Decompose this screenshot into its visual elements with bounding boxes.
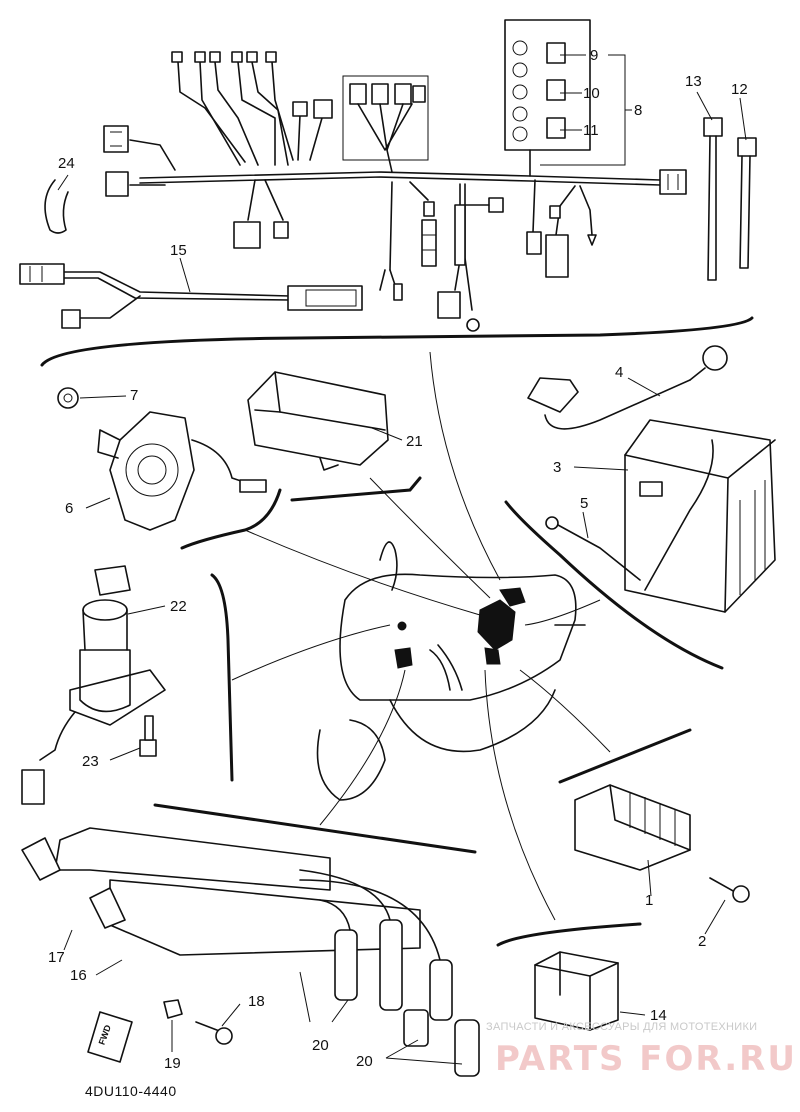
clip-19	[163, 999, 183, 1019]
cable-tie-12	[737, 137, 757, 269]
spark-plug-cap-20	[299, 869, 480, 1077]
motorcycle-outline	[316, 541, 586, 801]
callout-24: 24	[58, 155, 75, 172]
callout-20-cap: 20	[356, 1053, 373, 1070]
battery-lead-5	[545, 516, 641, 581]
callout-23: 23	[82, 753, 99, 770]
callout-14: 14	[650, 1007, 667, 1024]
callout-22: 22	[170, 598, 187, 615]
clip-24	[44, 179, 69, 234]
figure-reference-code: 4DU110-4440	[85, 1083, 177, 1099]
callout-13: 13	[685, 73, 702, 90]
ignition-coil-17	[21, 827, 331, 891]
callout-labels: 1 2 3 4 5 6 7 8 9 10 11 12 13 14 15 16 1…	[48, 47, 748, 1072]
callout-7: 7	[130, 387, 138, 404]
rectifier-regulator-1	[574, 784, 691, 871]
callout-1: 1	[645, 892, 653, 909]
horn-6	[97, 411, 267, 531]
battery-3	[624, 419, 776, 613]
zone-dividers	[40, 316, 754, 947]
callout-12: 12	[731, 81, 748, 98]
callout-16: 16	[70, 967, 87, 984]
callout-18: 18	[248, 993, 265, 1010]
cable-tie-13	[703, 117, 723, 281]
bolt-23	[139, 715, 157, 757]
bolt-2	[709, 877, 750, 903]
control-unit-21	[247, 371, 389, 471]
screw-18	[195, 1021, 233, 1045]
callout-3: 3	[553, 459, 561, 476]
callout-19: 19	[164, 1055, 181, 1072]
callout-2: 2	[698, 933, 706, 950]
watermark-brand: PARTS FOR.RU	[495, 1039, 797, 1079]
forward-arrow: FWD	[87, 1011, 133, 1063]
callout-5: 5	[580, 495, 588, 512]
callout-11: 11	[583, 122, 599, 139]
watermark: ЗАПЧАСТИ И АКСЕССУАРЫ ДЛЯ МОТОТЕХНИКИ PA…	[486, 1021, 797, 1079]
main-switch-22	[21, 565, 166, 805]
battery-lead-4	[527, 345, 728, 430]
callout-6: 6	[65, 500, 73, 517]
leader-lines	[57, 54, 747, 1065]
ignition-coil-16	[89, 879, 421, 956]
callout-20-coil: 20	[312, 1037, 329, 1054]
callout-4: 4	[615, 364, 623, 381]
wire-harness-assembly	[19, 19, 687, 332]
callout-21: 21	[406, 433, 423, 450]
relay-14	[534, 951, 619, 1031]
callout-8: 8	[634, 102, 642, 119]
watermark-caption: ЗАПЧАСТИ И АКСЕССУАРЫ ДЛЯ МОТОТЕХНИКИ	[486, 1021, 757, 1033]
nut-7	[57, 387, 79, 409]
location-arrows	[231, 351, 611, 921]
callout-15: 15	[170, 242, 187, 259]
callout-10: 10	[583, 85, 600, 102]
callout-17: 17	[48, 949, 65, 966]
callout-9: 9	[590, 47, 598, 64]
